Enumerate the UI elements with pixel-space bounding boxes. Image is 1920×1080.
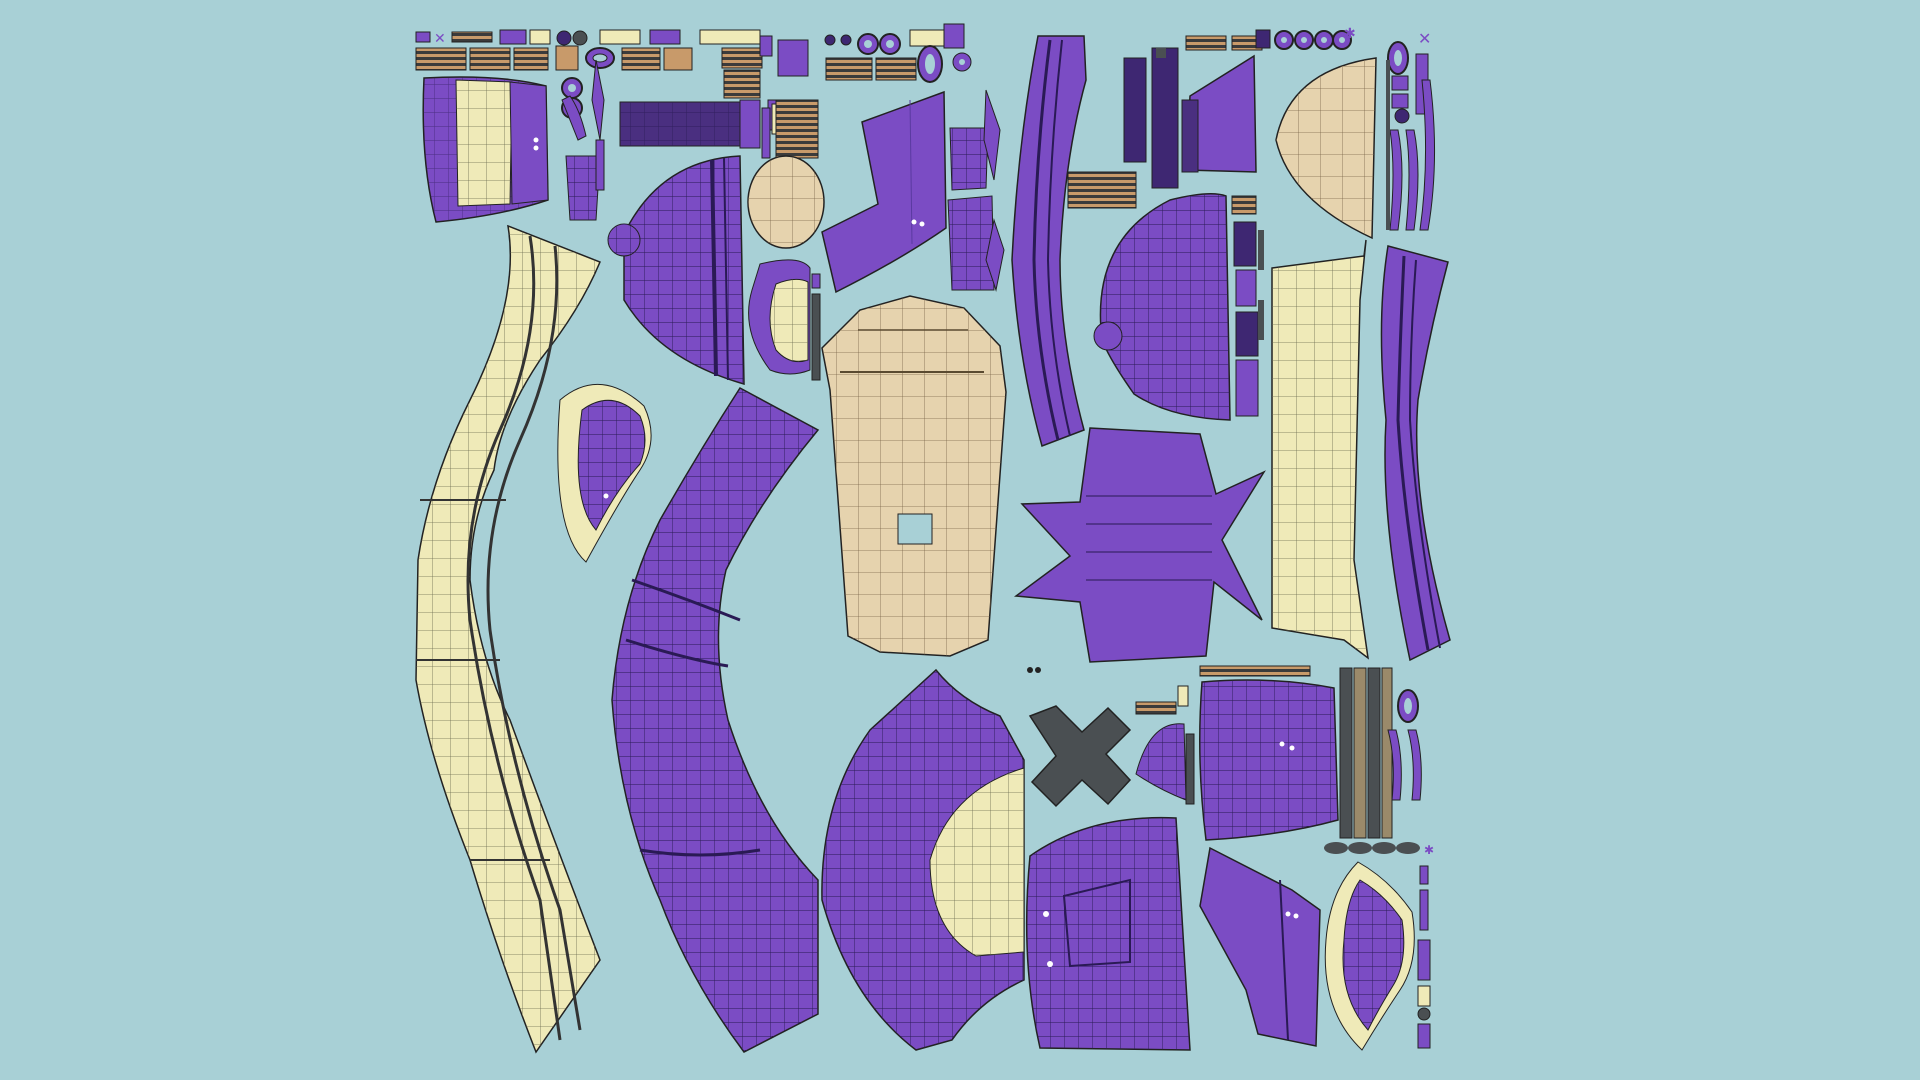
- purple-winged-piece: [1013, 427, 1266, 663]
- purple-tall-strip-right: [1380, 245, 1451, 662]
- purple-tube-piece: [619, 99, 761, 149]
- tiny-parts-bottom-right: [1417, 865, 1431, 1049]
- purple-trapezoid-bottom: [1025, 816, 1191, 1051]
- dark-column-pieces: [1231, 195, 1264, 417]
- small-rings-column: [561, 59, 605, 221]
- small-arc-piece: [1135, 685, 1195, 805]
- small-fan-bottom-right: [1324, 861, 1415, 1051]
- tan-oval-piece: [747, 155, 825, 249]
- purple-half-fan: [1093, 193, 1231, 421]
- svg-text:✱: ✱: [1344, 26, 1356, 42]
- purple-leg-piece: [611, 387, 820, 1053]
- cream-leg-strip: [415, 224, 601, 1054]
- purple-barrel-piece: [1199, 679, 1339, 841]
- purple-skirt-piece: [821, 668, 1025, 1051]
- sleeve-piece-top-left: [422, 76, 549, 223]
- purple-bent-piece: [821, 90, 947, 294]
- small-fan-left: [557, 383, 652, 563]
- purple-bent-piece-bottom: [1199, 846, 1321, 1047]
- svg-text:✕: ✕: [434, 31, 446, 47]
- purple-fan-piece: [607, 155, 745, 385]
- striped-arc-piece: [748, 259, 821, 381]
- purple-vertical-strip-center: [1011, 35, 1087, 447]
- grey-cross-piece: [1027, 667, 1132, 808]
- svg-text:✱: ✱: [1424, 843, 1434, 857]
- purple-trapezoid: [1181, 54, 1257, 173]
- tan-central-piece: [821, 295, 1007, 657]
- svg-text:✕: ✕: [1418, 29, 1431, 48]
- dark-purple-bars: [1123, 47, 1179, 189]
- tan-fan-piece: [1275, 57, 1377, 240]
- strip-columns-lower-right: ✱: [1199, 665, 1434, 857]
- striped-bar-stack: [1067, 171, 1137, 209]
- small-parts-top-right: ✱ ✕: [1185, 26, 1436, 231]
- striped-block: [775, 99, 819, 159]
- thin-strip: [761, 107, 771, 159]
- cream-tall-strip-right: [1271, 239, 1369, 660]
- purple-cup-pieces: [947, 89, 1005, 292]
